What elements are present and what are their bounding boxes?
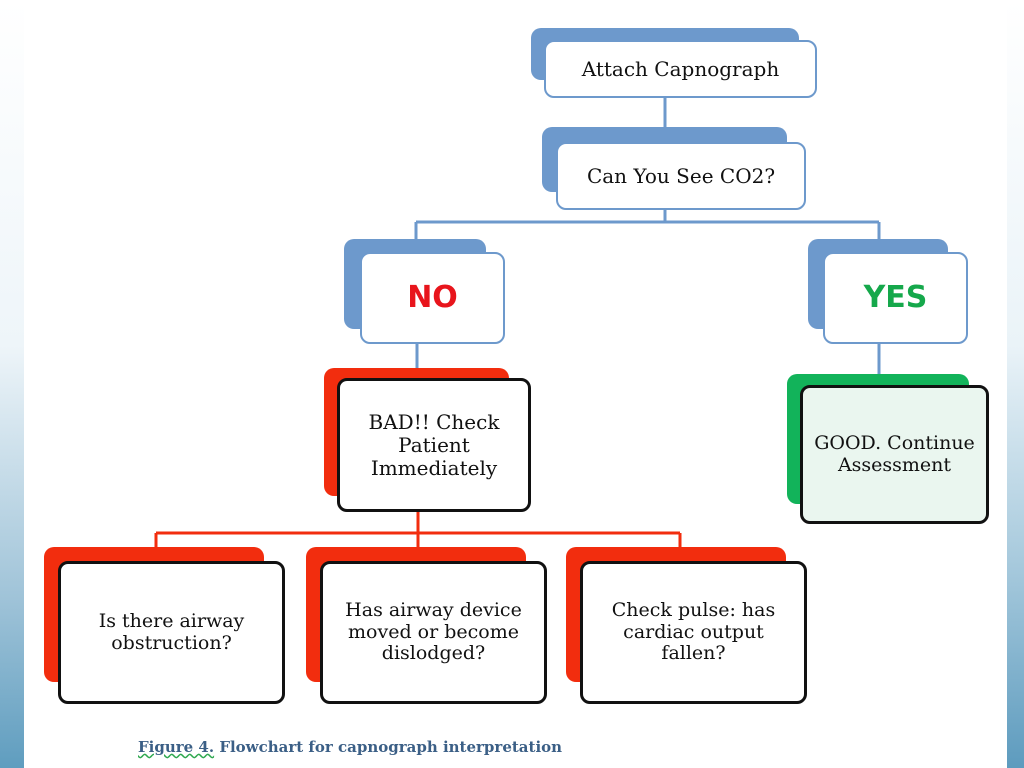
- figure-caption-label: Figure 4.: [138, 738, 215, 756]
- node-label: BAD!! Check Patient Immediately: [368, 409, 500, 480]
- node-label-no: NO: [407, 279, 458, 315]
- node-label: Can You See CO2?: [586, 163, 776, 188]
- blue-connectors: [414, 97, 881, 375]
- figure-caption: Figure 4. Flowchart for capnograph inter…: [138, 738, 562, 756]
- red-connectors: [154, 511, 682, 547]
- node-box: Check pulse: has cardiac output fallen?: [580, 561, 807, 704]
- node-box: BAD!! Check Patient Immediately: [337, 378, 531, 512]
- node-box: Can You See CO2?: [556, 142, 806, 210]
- node-box: NO: [360, 252, 505, 344]
- node-label: Has airway device moved or become dislod…: [345, 598, 522, 665]
- background-left-strip: [0, 0, 24, 768]
- node-label: GOOD. Continue Assessment: [814, 431, 975, 476]
- node-box: Has airway device moved or become dislod…: [320, 561, 547, 704]
- node-box: YES: [823, 252, 968, 344]
- node-label-yes: YES: [863, 279, 928, 315]
- background-right-strip: [1007, 0, 1024, 768]
- node-label: Attach Capnograph: [581, 56, 780, 81]
- node-box: Attach Capnograph: [544, 40, 817, 98]
- node-box: GOOD. Continue Assessment: [800, 385, 989, 524]
- node-box: Is there airway obstruction?: [58, 561, 285, 704]
- node-label: Is there airway obstruction?: [98, 609, 245, 654]
- figure-caption-text: Flowchart for capnograph interpretation: [219, 738, 563, 756]
- node-label: Check pulse: has cardiac output fallen?: [611, 598, 776, 665]
